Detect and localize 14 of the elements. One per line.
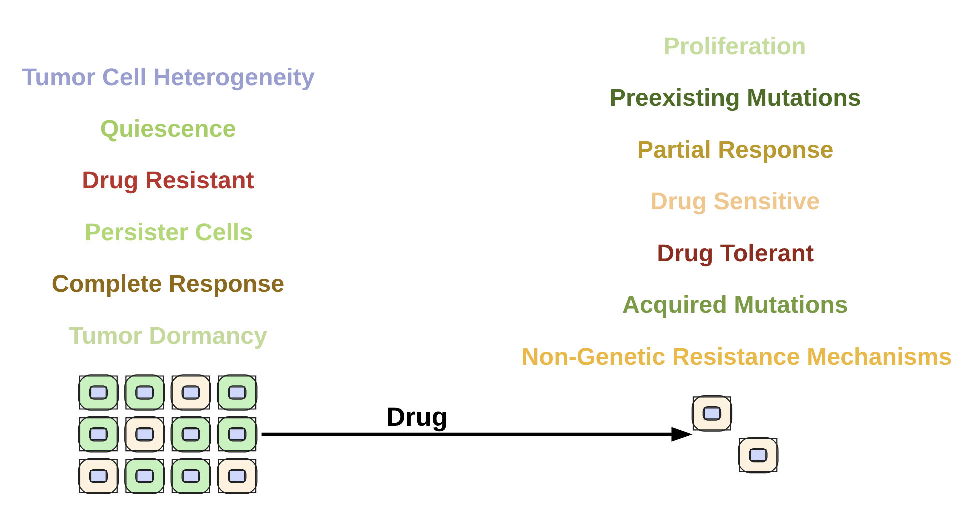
label: Tumor Cell Heterogeneity xyxy=(22,64,314,91)
label: Drug Tolerant xyxy=(656,240,814,267)
label: Drug Resistant xyxy=(82,167,254,194)
label: Proliferation xyxy=(663,32,806,60)
label: Acquired Mutations xyxy=(622,292,848,319)
label: Complete Response xyxy=(51,270,284,298)
label: Drug Sensitive xyxy=(650,188,820,216)
label: Partial Response xyxy=(636,136,834,164)
label: Preexisting Mutations xyxy=(609,84,861,112)
label: Tumor Dormancy xyxy=(68,322,268,350)
label: Non-Genetic Resistance Mechanisms xyxy=(521,343,952,370)
edge-label: Drug xyxy=(386,401,448,432)
label: Quiescence xyxy=(100,116,236,143)
label: Persister Cells xyxy=(84,218,253,246)
